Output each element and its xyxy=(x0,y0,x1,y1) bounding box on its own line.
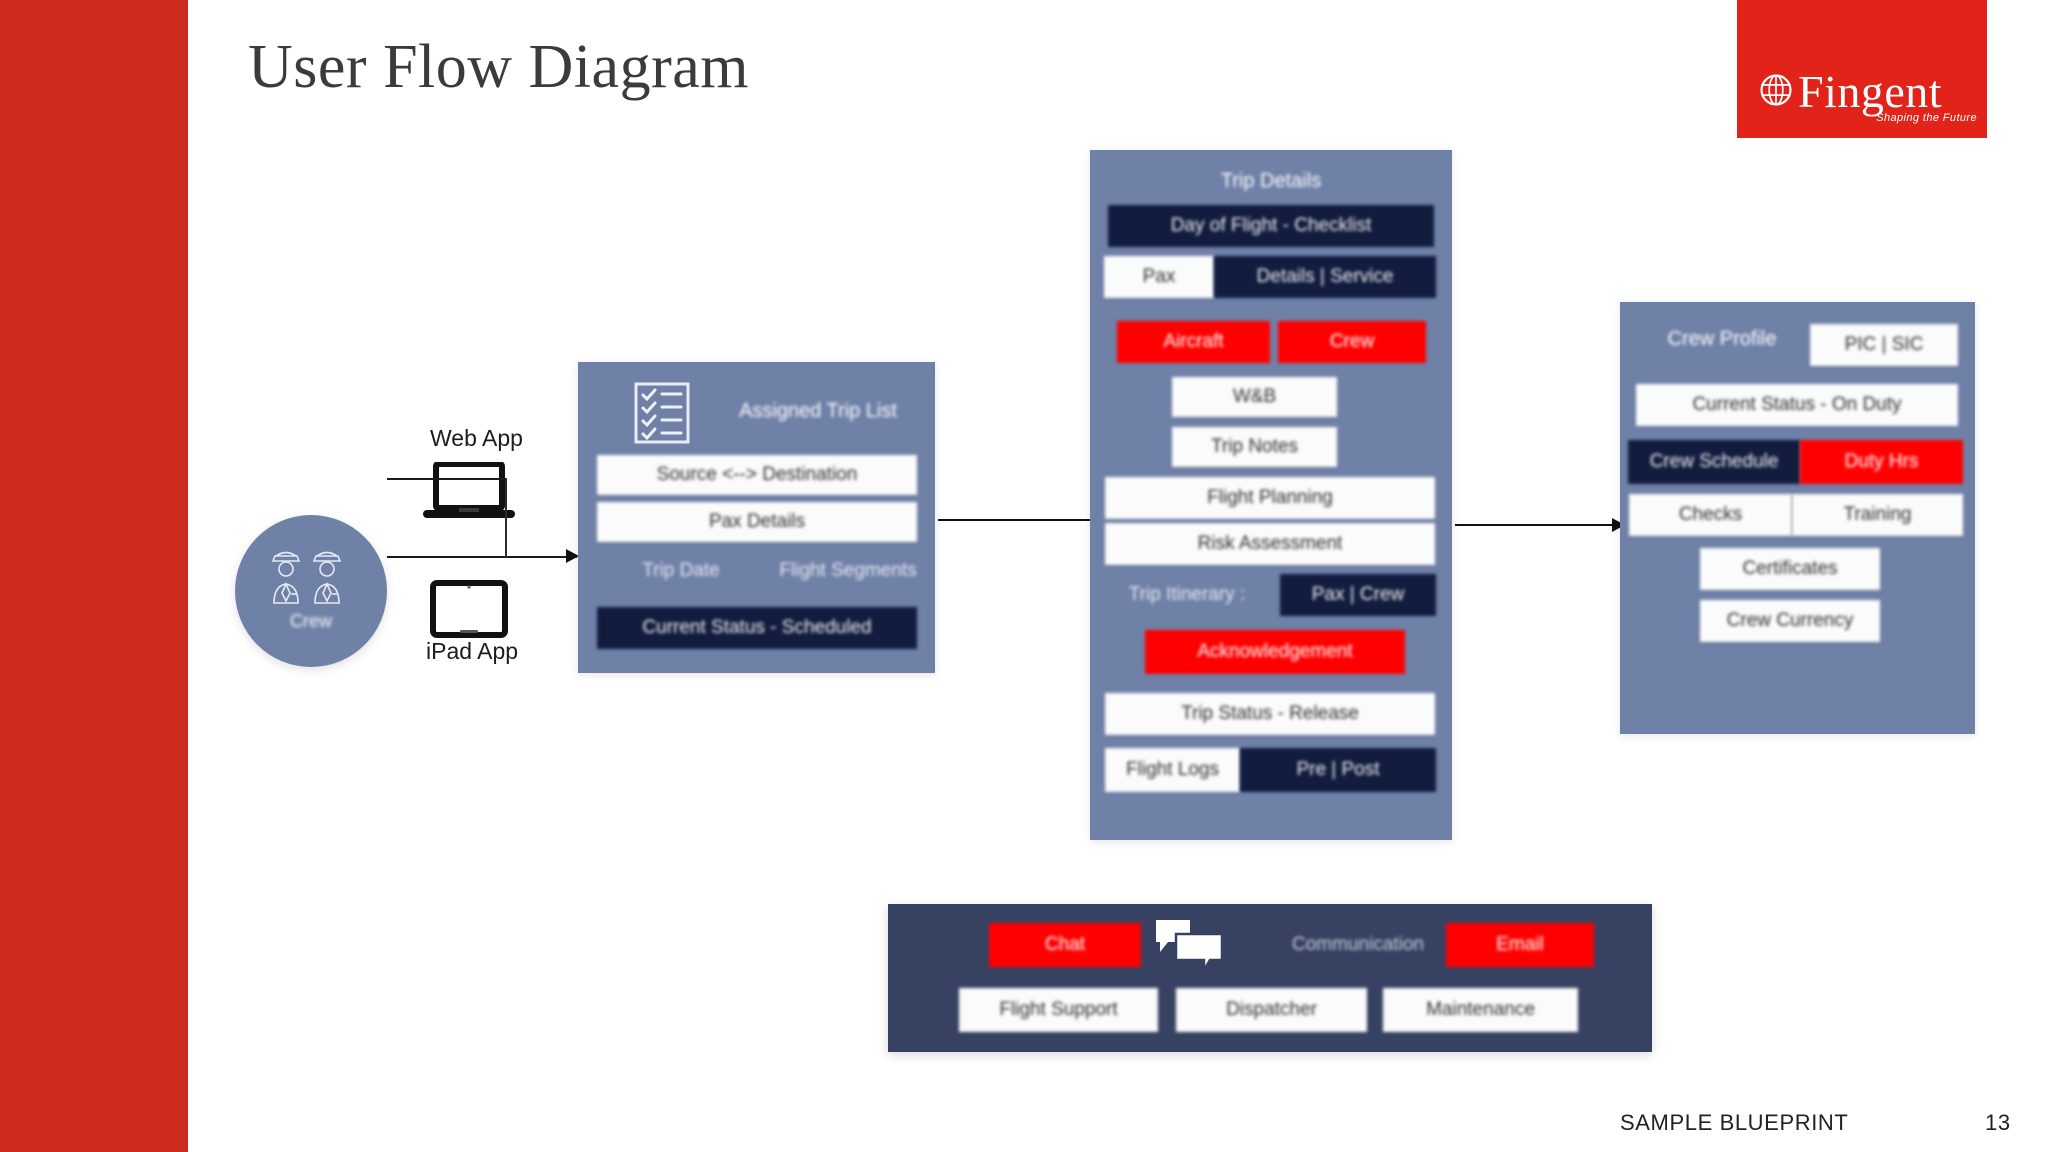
trip-details-row-flight-logs[interactable]: Flight Logs xyxy=(1105,748,1240,792)
trip-details-row-pax-crew[interactable]: Pax | Crew xyxy=(1280,574,1436,616)
panel-title-assigned-trip-list: Assigned Trip List xyxy=(739,400,897,422)
crew-profile-row-crew-currency[interactable]: Crew Currency xyxy=(1700,600,1880,642)
trip-details-row-crew[interactable]: Crew xyxy=(1278,321,1426,363)
communication-row-dispatcher[interactable]: Dispatcher xyxy=(1176,988,1367,1032)
trip-list-row-flight-segments[interactable]: Flight Segments xyxy=(779,560,917,581)
crew-pilots-icon xyxy=(271,551,342,604)
chat-bubbles-icon xyxy=(1156,920,1224,974)
panel-assigned-trip-list: Assigned Trip List Source <--> Destinati… xyxy=(578,362,935,673)
crew-profile-row-certificates[interactable]: Certificates xyxy=(1700,548,1880,590)
tablet-icon xyxy=(430,580,508,638)
trip-details-row-day-of-flight[interactable]: Day of Flight - Checklist xyxy=(1108,205,1434,247)
communication-row-flight-support[interactable]: Flight Support xyxy=(959,988,1158,1032)
checklist-icon xyxy=(634,382,690,444)
laptop-icon xyxy=(423,462,515,518)
trip-details-row-risk-assessment[interactable]: Risk Assessment xyxy=(1105,523,1435,565)
crew-profile-row-pic-sic[interactable]: PIC | SIC xyxy=(1810,324,1958,366)
actor-crew[interactable]: Crew xyxy=(235,515,387,667)
left-accent-bar xyxy=(0,0,188,1152)
channel-label-web-app: Web App xyxy=(430,425,523,451)
connector-crew-to-web xyxy=(387,478,507,480)
crew-profile-row-crew-schedule[interactable]: Crew Schedule xyxy=(1628,440,1800,484)
brand-logo: Fingent Shaping the Future xyxy=(1737,0,1987,138)
crew-profile-row-checks[interactable]: Checks xyxy=(1629,494,1792,536)
communication-title: Communication xyxy=(1292,934,1424,955)
panel-title-trip-details: Trip Details xyxy=(1220,170,1322,192)
trip-details-row-trip-status[interactable]: Trip Status - Release xyxy=(1105,693,1435,735)
trip-list-row-pax-details[interactable]: Pax Details xyxy=(597,502,917,542)
panel-communication: Chat Communication Email Flight Support … xyxy=(888,904,1652,1052)
crew-profile-row-duty-hrs[interactable]: Duty Hrs xyxy=(1800,440,1963,484)
trip-details-row-trip-itinerary[interactable]: Trip Itinerary : xyxy=(1128,584,1246,605)
connector-crew-to-panel xyxy=(387,556,577,558)
trip-details-row-aircraft[interactable]: Aircraft xyxy=(1117,321,1270,363)
panel-crew-profile: Crew Profile PIC | SIC Current Status - … xyxy=(1620,302,1975,734)
communication-row-maintenance[interactable]: Maintenance xyxy=(1383,988,1578,1032)
page-title: User Flow Diagram xyxy=(248,33,749,101)
trip-details-row-wb[interactable]: W&B xyxy=(1172,377,1337,417)
logo-lockup: Fingent xyxy=(1759,66,1943,118)
trip-details-row-flight-planning[interactable]: Flight Planning xyxy=(1105,477,1435,519)
connector-trip-list-to-trip-details xyxy=(938,519,1108,521)
trip-list-row-source-destination[interactable]: Source <--> Destination xyxy=(597,455,917,495)
trip-details-row-details-service[interactable]: Details | Service xyxy=(1214,256,1436,298)
crew-profile-row-current-status[interactable]: Current Status - On Duty xyxy=(1636,384,1958,426)
arrow-head-to-trip-list xyxy=(566,549,579,563)
crew-profile-row-training[interactable]: Training xyxy=(1792,494,1963,536)
panel-title-crew-profile: Crew Profile xyxy=(1667,328,1777,350)
trip-list-row-trip-date[interactable]: Trip Date xyxy=(642,560,720,581)
actor-crew-label: Crew xyxy=(289,611,332,631)
fingent-globe-icon xyxy=(1760,74,1792,106)
connector-trip-details-to-crew-profile xyxy=(1455,524,1620,526)
connector-web-riser xyxy=(505,478,507,558)
page-number: 13 xyxy=(1985,1110,2011,1135)
trip-details-row-acknowledgement[interactable]: Acknowledgement xyxy=(1145,630,1405,674)
trip-details-row-trip-notes[interactable]: Trip Notes xyxy=(1172,427,1337,467)
panel-trip-details: Trip Details Day of Flight - Checklist P… xyxy=(1090,150,1452,840)
trip-details-row-pax[interactable]: Pax xyxy=(1104,256,1214,298)
communication-row-email[interactable]: Email xyxy=(1446,923,1594,967)
communication-row-chat[interactable]: Chat xyxy=(989,923,1141,967)
trip-list-row-current-status[interactable]: Current Status - Scheduled xyxy=(597,607,917,649)
footer-label: SAMPLE BLUEPRINT xyxy=(1620,1110,1849,1135)
channel-label-ipad-app: iPad App xyxy=(426,638,519,664)
logo-wordmark: Fingent xyxy=(1798,66,1943,118)
logo-tagline: Shaping the Future xyxy=(1876,112,1977,124)
trip-details-row-pre-post[interactable]: Pre | Post xyxy=(1240,748,1436,792)
